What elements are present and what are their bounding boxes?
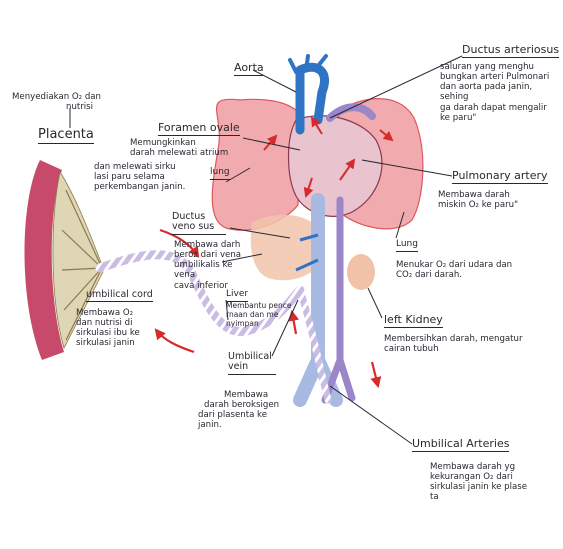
desc-line: darah melewati atrium xyxy=(130,148,228,158)
label-umbilical-vein: Umbilical vein xyxy=(228,352,276,375)
desc-line: dan melewati sirku xyxy=(94,162,185,172)
desc-line: Memungkinkan xyxy=(130,138,228,148)
label-ductus-arteriosus: Ductus arteriosus xyxy=(462,44,559,58)
desc-line: ga darah dapat mengalir xyxy=(440,103,562,113)
desc-umbilical-vein: Membawa darah beroksigen dari plasenta k… xyxy=(198,390,279,431)
label-umbilical-arteries: Umbilical Arteries xyxy=(412,438,509,452)
desc-line: cairan tubuh xyxy=(384,344,523,354)
desc-line: perkembangan janin. xyxy=(94,182,185,192)
liver xyxy=(251,215,320,280)
desc-line: bungkan arteri Pulmonari xyxy=(440,72,562,82)
flow-arrow-vein-up xyxy=(292,312,296,334)
desc-line: dan nutrisi di xyxy=(76,318,140,328)
desc-line: Membawa darah yg xyxy=(430,462,527,472)
desc-line: kekurangan O₂ dari xyxy=(430,472,527,482)
desc-line: janin. xyxy=(198,420,279,430)
desc-line: beroz dari vena xyxy=(174,250,248,260)
desc-line: dan aorta pada janin, sehing xyxy=(440,82,562,102)
desc-line: saluran yang menghu xyxy=(440,62,562,72)
desc-line: nutrisi xyxy=(12,102,101,112)
desc-umbilical-cord: Membawa O₂ dan nutrisi di sirkulasi ibu … xyxy=(76,308,140,349)
desc-line: lasi paru selama xyxy=(94,172,185,182)
flow-arrow-cord-left xyxy=(156,330,194,352)
label-placenta: Placenta xyxy=(38,128,94,144)
desc-lung-left: dan melewati sirku lasi paru selama perk… xyxy=(94,162,185,192)
desc-placenta: Menyediakan O₂ dan nutrisi xyxy=(12,92,101,112)
desc-line: miskin O₂ ke paru" xyxy=(438,200,518,210)
desc-line: Membersihkan darah, mengatur xyxy=(384,334,523,344)
desc-line: sirkulasi janin ke plase xyxy=(430,482,527,492)
desc-line: CO₂ dari darah. xyxy=(396,270,512,280)
desc-line: Membawa darah xyxy=(438,190,518,200)
desc-line: umbilikalis ke vena xyxy=(174,260,248,280)
flow-arrow-arteries-down xyxy=(372,362,378,386)
desc-line: sirkulasi ibu ke xyxy=(76,328,140,338)
desc-line: sirkulasi janin xyxy=(76,338,140,348)
desc-lung-right: Menukar O₂ dari udara dan CO₂ dari darah… xyxy=(396,260,512,280)
desc-ductus-arteriosus: saluran yang menghu bungkan arteri Pulmo… xyxy=(440,62,562,123)
label-lung-right: Lung xyxy=(396,240,418,252)
label-umbilical-cord: umbilical cord xyxy=(86,290,153,302)
desc-line: Menyediakan O₂ dan xyxy=(12,92,101,102)
label-pulmonary-artery: Pulmonary artery xyxy=(452,170,548,184)
label-aorta: Aorta xyxy=(234,62,264,76)
desc-line: ke paru" xyxy=(440,113,562,123)
desc-line: ta xyxy=(430,492,527,502)
desc-line: Membawa xyxy=(198,390,279,400)
left-lung xyxy=(212,99,298,230)
desc-line: nyimpan xyxy=(226,320,291,329)
label-lung-left: lung xyxy=(210,168,230,180)
desc-umbilical-arteries: Membawa darah yg kekurangan O₂ dari sirk… xyxy=(430,462,527,503)
desc-line: darah beroksigen xyxy=(198,400,279,410)
desc-liver: Membantu pence rnaan dan me nyimpan xyxy=(226,302,291,329)
left-kidney xyxy=(347,254,375,290)
desc-foramen-ovale: Memungkinkan darah melewati atrium xyxy=(130,138,228,158)
desc-line: Menukar O₂ dari udara dan xyxy=(396,260,512,270)
label-left-kidney: left Kidney xyxy=(384,314,443,328)
desc-line: Membawa darh xyxy=(174,240,248,250)
desc-line: dari plasenta ke xyxy=(198,410,279,420)
desc-left-kidney: Membersihkan darah, mengatur cairan tubu… xyxy=(384,334,523,354)
desc-ductus-venosus: Membawa darh beroz dari vena umbilikalis… xyxy=(174,240,248,291)
desc-line: Membawa O₂ xyxy=(76,308,140,318)
desc-pulmonary-artery: Membawa darah miskin O₂ ke paru" xyxy=(438,190,518,210)
label-foramen-ovale: Foramen ovale xyxy=(158,122,240,136)
label-ductus-venosus: Ductus veno sus xyxy=(172,212,226,235)
